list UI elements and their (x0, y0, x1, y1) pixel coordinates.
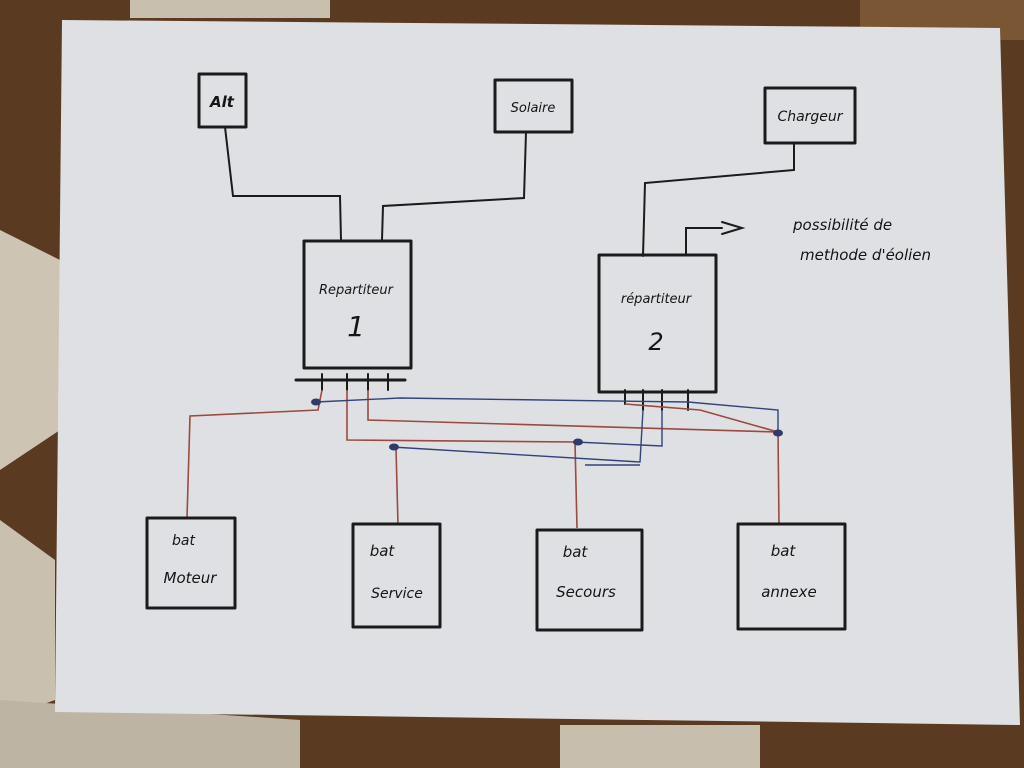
bat-secours-line1: bat (563, 543, 589, 561)
bat-moteur-line1: bat (172, 533, 195, 549)
bat-service-line2: Service (371, 586, 423, 602)
alt-wire (224, 126, 342, 241)
junction-dots (311, 398, 783, 451)
floor-tile (0, 700, 300, 768)
arrow-icon (721, 221, 746, 235)
floor-tile (0, 520, 55, 720)
bat-secours-line2: Secours (556, 583, 616, 601)
eolien-wire (685, 227, 723, 256)
terminals-1 (321, 373, 389, 391)
alt-label: Alt (209, 93, 235, 111)
solaire-box: Solaire (493, 78, 574, 134)
floor-tile (130, 0, 330, 18)
bat-annexe-line2: annexe (761, 583, 817, 601)
chargeur-wire (642, 142, 795, 257)
repartiteur-2-label: répartiteur (621, 292, 693, 307)
repartiteur-1-box: Repartiteur 1 (294, 239, 413, 382)
bat-annexe-box: bat annexe (736, 522, 847, 631)
bat-service-line1: bat (370, 542, 396, 560)
note-line2: methode d'éolien (800, 246, 931, 264)
bat-moteur-line2: Moteur (164, 569, 218, 587)
floor-tile (560, 725, 760, 768)
bat-secours-box: bat Secours (535, 528, 644, 632)
bat-annexe-line1: bat (771, 542, 797, 560)
chargeur-box: Chargeur (763, 86, 857, 145)
repartiteur-2-number: 2 (648, 328, 663, 356)
bat-service-box: bat Service (351, 522, 442, 629)
blue-wires (315, 397, 779, 466)
repartiteur-2-box: répartiteur 2 (597, 253, 718, 394)
repartiteur-1-number: 1 (347, 310, 365, 343)
floor-tile (0, 230, 60, 470)
alt-box: Alt (197, 72, 248, 129)
bat-moteur-box: bat Moteur (145, 516, 237, 610)
repartiteur-1-label: Repartiteur (319, 283, 395, 298)
note-line1: possibilité de (792, 216, 892, 234)
chargeur-label: Chargeur (777, 109, 843, 125)
solaire-label: Solaire (511, 101, 556, 116)
solaire-wire (381, 131, 527, 241)
